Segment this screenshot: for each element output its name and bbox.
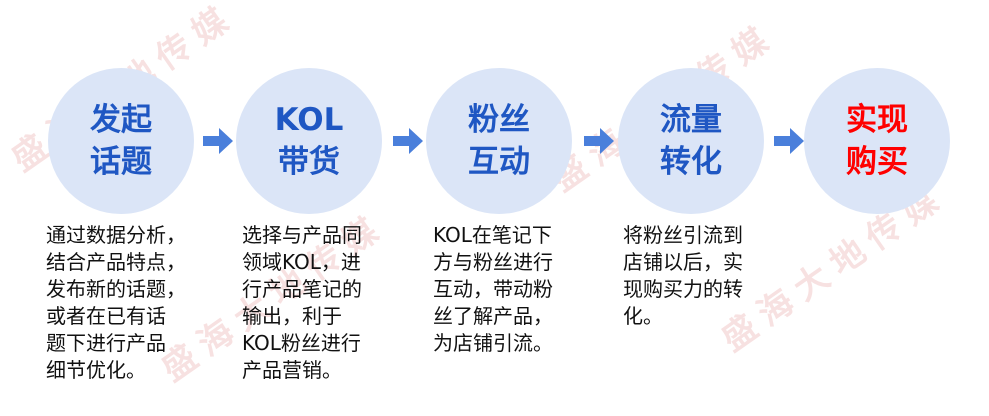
step-circle-purchase: 实现 购买 — [804, 68, 950, 214]
step-title: 粉丝 互动 — [468, 102, 530, 180]
step-circle-fan-interaction: 粉丝 互动 — [426, 68, 572, 214]
arrow-right-icon — [584, 128, 614, 154]
arrow-right-icon — [203, 128, 233, 154]
step-circle-initiate-topic: 发起 话题 — [48, 68, 194, 214]
step-title: 流量 转化 — [660, 102, 722, 180]
step-title: KOL 带货 — [274, 102, 344, 180]
step-circle-kol-sales: KOL 带货 — [236, 68, 382, 214]
step-title: 发起 话题 — [90, 102, 152, 180]
arrow-right-icon — [774, 128, 804, 154]
step-description: 选择与产品同 领域KOL，进 行产品笔记的 输出，利于 KOL粉丝进行 产品营销… — [242, 223, 362, 382]
step-description: 通过数据分析， 结合产品特点， 发布新的话题， 或者在已有话 题下进行产品 细节… — [46, 223, 186, 382]
step-description: KOL在笔记下 方与粉丝进行 互动，带动粉 丝了解产品， 为店铺引流。 — [433, 223, 553, 355]
step-description: 将粉丝引流到 店铺以后，实 现购买力的转 化。 — [623, 223, 743, 328]
arrow-right-icon — [393, 128, 423, 154]
step-title: 实现 购买 — [846, 102, 908, 180]
step-circle-traffic-conversion: 流量 转化 — [618, 68, 764, 214]
